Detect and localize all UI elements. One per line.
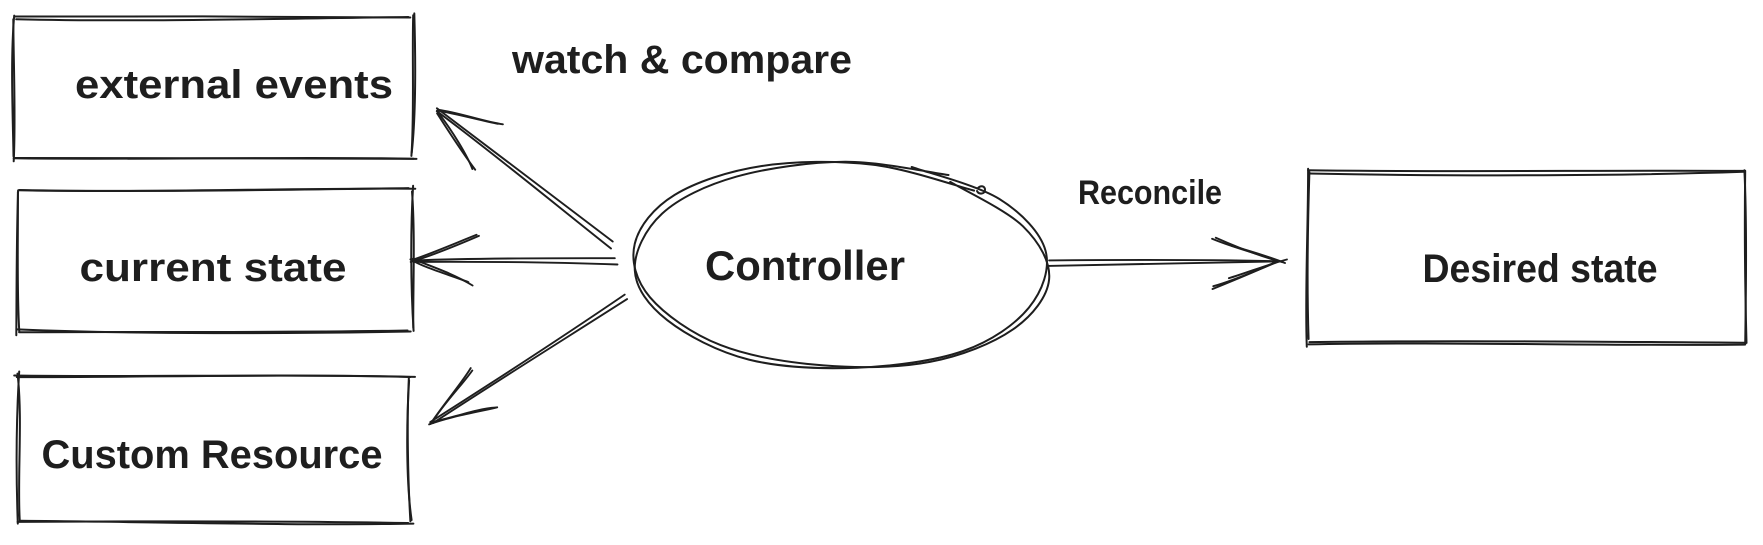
- svg-text:Desired state: Desired state: [1423, 247, 1658, 291]
- svg-text:current state: current state: [80, 246, 347, 290]
- svg-text:watch & compare: watch & compare: [511, 38, 852, 82]
- svg-text:Reconcile: Reconcile: [1078, 174, 1222, 212]
- svg-text:Custom Resource: Custom Resource: [42, 433, 383, 477]
- svg-text:Controller: Controller: [705, 242, 905, 289]
- svg-text:external events: external events: [75, 63, 393, 107]
